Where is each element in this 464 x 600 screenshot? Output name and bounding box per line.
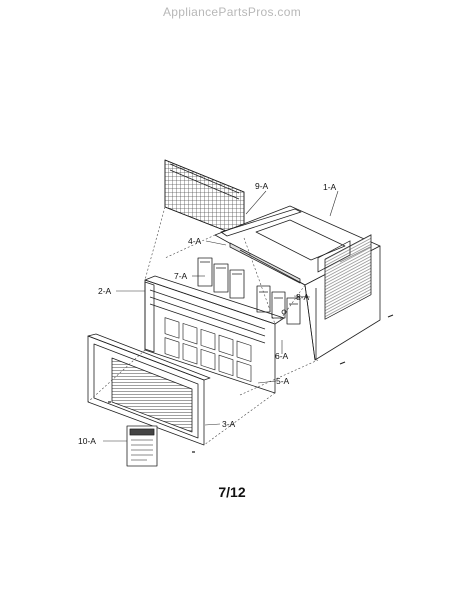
callout-2a: 2-A <box>98 286 112 296</box>
front-grille <box>87 333 211 446</box>
callout-6a: 6-A <box>275 351 289 361</box>
cabinet-case <box>214 205 381 361</box>
page-number: 7/12 <box>218 484 246 500</box>
callout-3a: 3-A <box>222 419 236 429</box>
callout-9a: 9-A <box>255 181 269 191</box>
callout-5a: 5-A <box>276 376 290 386</box>
air-filter-panel <box>164 159 245 239</box>
callout-10a: 10-A <box>78 436 96 446</box>
rating-label <box>126 425 158 467</box>
callout-8a: 8-A <box>296 292 310 302</box>
callout-1a: 1-A <box>323 182 337 192</box>
chassis-components <box>197 257 301 325</box>
watermark: AppliancePartsPros.com <box>163 5 301 19</box>
callout-7a: 7-A <box>174 271 188 281</box>
front-frame <box>144 275 285 394</box>
callout-4a: 4-A <box>188 236 202 246</box>
